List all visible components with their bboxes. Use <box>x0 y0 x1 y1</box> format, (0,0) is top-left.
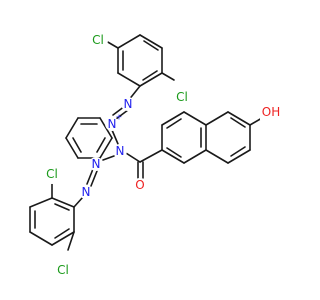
bond-cl-top-right <box>161 72 175 81</box>
bond-carbonyl-naphthyl <box>139 149 163 163</box>
atom-labels: Cl Cl N N + N N N Cl Cl O OH <box>42 30 282 280</box>
bond-azo-top-double-2 <box>115 109 129 120</box>
bond-hydrazide-nmid <box>102 155 115 161</box>
atom-cl-top-right: Cl <box>176 90 188 104</box>
bond-hydrazide-carbonyl <box>125 152 141 163</box>
atom-n-plus-charge: + <box>116 113 123 122</box>
bond-nmid-azo-bottom-1 <box>86 168 94 185</box>
bond-nplus-hydrazide <box>111 129 119 145</box>
atom-n-azo-bottom: N <box>82 185 91 199</box>
bond-cl-bottom <box>67 231 75 251</box>
atom-cl-bottom-left: Cl <box>46 167 58 181</box>
atom-n-mid: N <box>92 157 101 171</box>
atom-n-azo-top: N <box>124 97 133 111</box>
atom-oh: OH <box>262 105 280 119</box>
top-dichlorophenyl-ring <box>117 34 163 87</box>
atom-o-carbonyl: O <box>135 178 144 192</box>
bottom-dichlorophenyl-ring <box>29 197 75 246</box>
chemical-structure: Cl Cl N N + N N N Cl Cl O OH <box>29 30 282 280</box>
bond-azo-bottom-ring <box>73 196 84 208</box>
atom-n-plus: N <box>108 117 117 131</box>
atom-cl-top-left: Cl <box>92 33 104 47</box>
bond-cl-top-left <box>105 40 119 49</box>
bond-nmid-azo-bottom-2 <box>90 170 98 187</box>
atom-cl-bottom: Cl <box>57 263 69 277</box>
central-phenyl-ring <box>65 117 113 159</box>
naphthalene-ring <box>161 111 251 164</box>
atom-n-hydrazide: N <box>116 144 125 158</box>
